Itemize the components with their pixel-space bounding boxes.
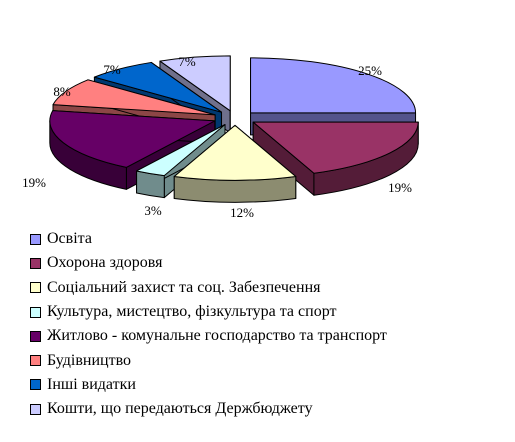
pie-slice-2 bbox=[252, 121, 419, 196]
data-label-7: 7% bbox=[103, 62, 121, 77]
legend-label-8: Кошти, що передаються Держбюджету bbox=[47, 400, 313, 418]
legend-swatch-8 bbox=[30, 403, 41, 415]
pie-slice-7-top bbox=[93, 61, 223, 113]
legend-swatch-2 bbox=[30, 257, 41, 269]
pie-slice-1-top bbox=[250, 57, 417, 114]
data-label-4: 3% bbox=[144, 203, 162, 218]
pie-slice-3-top bbox=[173, 124, 297, 181]
pie-slice-2-top bbox=[252, 121, 419, 174]
legend-item-4: Культура, мистецтво, фізкультура та спор… bbox=[30, 300, 387, 324]
pie-slice-4-top bbox=[136, 124, 226, 177]
legend-item-3: Соціальний захист та соц. Забезпечення bbox=[30, 276, 387, 300]
pie-slice-5-top bbox=[49, 110, 216, 168]
legend-label-3: Соціальний захист та соц. Забезпечення bbox=[47, 278, 321, 296]
legend-swatch-7 bbox=[30, 379, 41, 391]
data-label-8: 7% bbox=[178, 54, 196, 69]
legend-item-1: Освіта bbox=[30, 227, 387, 251]
legend-swatch-5 bbox=[30, 330, 41, 342]
pie-slice-8-top bbox=[159, 55, 231, 112]
pie-slice-6-top bbox=[52, 79, 216, 116]
legend-item-2: Охорона здоровя bbox=[30, 251, 387, 275]
legend-label-6: Будівництво bbox=[47, 351, 132, 369]
data-label-2: 19% bbox=[388, 180, 412, 195]
legend-swatch-3 bbox=[30, 282, 41, 294]
legend-label-2: Охорона здоровя bbox=[47, 254, 163, 272]
legend-label-1: Освіта bbox=[47, 230, 92, 248]
legend-label-4: Культура, мистецтво, фізкультура та спор… bbox=[47, 303, 337, 321]
legend-item-8: Кошти, що передаються Держбюджету bbox=[30, 397, 387, 421]
pie-slice-3 bbox=[173, 124, 297, 203]
data-label-5: 19% bbox=[22, 175, 46, 190]
legend-label-7: Інші видатки bbox=[47, 375, 136, 393]
data-label-1: 25% bbox=[358, 63, 382, 78]
legend-swatch-4 bbox=[30, 306, 41, 318]
data-label-3: 12% bbox=[230, 205, 254, 220]
legend-swatch-6 bbox=[30, 355, 41, 367]
data-label-6: 8% bbox=[53, 84, 71, 99]
legend-swatch-1 bbox=[30, 233, 41, 245]
legend-label-5: Житлово - комунальне господарство та тра… bbox=[47, 327, 387, 345]
legend-item-5: Житлово - комунальне господарство та тра… bbox=[30, 324, 387, 348]
legend-item-6: Будівництво bbox=[30, 348, 387, 372]
legend-item-7: Інші видатки bbox=[30, 373, 387, 397]
